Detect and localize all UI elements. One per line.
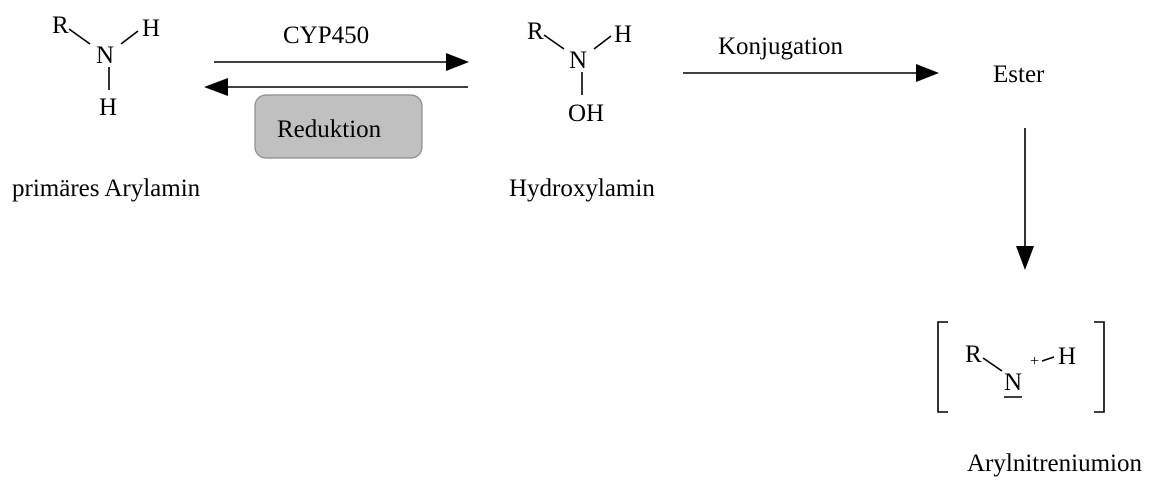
positive-charge: + (1030, 353, 1039, 370)
conjugation-arrow-head (916, 64, 939, 82)
ester-label: Ester (993, 61, 1045, 88)
atom-n: N (96, 42, 114, 69)
reduction-arrow-head (204, 78, 228, 96)
oxidation-arrow (214, 53, 469, 71)
atom-h: H (614, 21, 632, 48)
ester-to-nitrenium-arrow (1016, 128, 1034, 270)
atom-r: R (527, 18, 544, 45)
reduction-arrow (204, 78, 468, 96)
reduction-label: Reduktion (277, 116, 382, 143)
bond-r-n (68, 28, 91, 45)
arylnitrenium-ion-label: Arylnitreniumion (967, 450, 1142, 477)
bond-r-n (982, 357, 1003, 372)
reduction-box (254, 94, 423, 159)
down-arrow-head (1016, 246, 1034, 270)
atom-oh: OH (568, 100, 604, 127)
conjugation-label: Konjugation (718, 33, 843, 60)
bond-n-h (1041, 356, 1055, 362)
atom-h-top: H (142, 15, 160, 42)
arylnitrenium-ion-structure: R N + H (937, 321, 1105, 413)
atom-n: N (569, 47, 587, 74)
left-bracket (937, 321, 948, 413)
conjugation-arrow (683, 64, 939, 82)
oxidation-arrow-head (446, 53, 469, 71)
hydroxylamine-structure: R N H OH (527, 18, 632, 127)
primary-arylamine-structure: R N H H (52, 12, 160, 121)
atom-r: R (52, 12, 69, 39)
cyp450-label: CYP450 (283, 22, 369, 49)
bond-n-h (593, 35, 612, 50)
atom-h: H (1058, 343, 1076, 370)
bond-n-h (120, 30, 139, 45)
atom-h-bottom: H (99, 94, 117, 121)
atom-n: N (1004, 369, 1022, 396)
primary-arylamine-label: primäres Arylamin (12, 175, 201, 202)
bond-r-n (543, 34, 565, 50)
hydroxylamine-label: Hydroxylamin (509, 175, 655, 202)
right-bracket (1094, 321, 1105, 413)
atom-r: R (965, 341, 982, 368)
